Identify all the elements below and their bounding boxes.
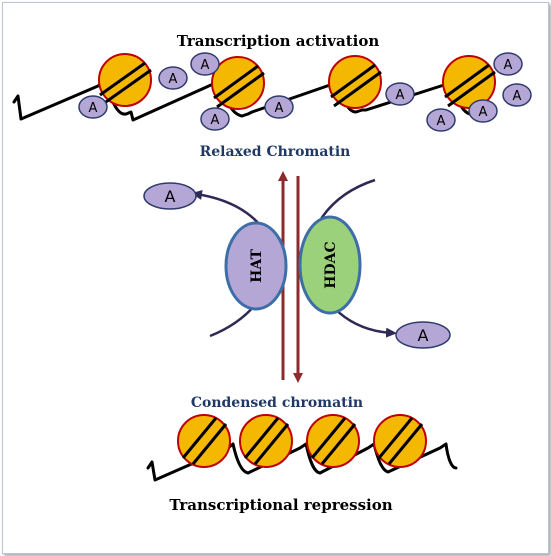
nucleosome-bottom-1 [177,414,231,468]
nucleosome-top-3 [328,55,382,109]
nucleosome-bottom-2 [239,414,293,468]
acetyl-group: A [200,107,230,131]
svg-text:A: A [437,114,446,129]
svg-text:A: A [418,326,429,345]
condensed-chromatin-label: Condensed chromatin [191,395,363,411]
hat-enzyme: HAT [224,221,288,311]
acetyl-group: A [426,108,456,132]
acetyl-group: A [78,95,108,119]
relaxed-chromatin-label: Relaxed Chromatin [200,144,351,160]
svg-text:HAT: HAT [249,249,265,283]
svg-text:HDAC: HDAC [323,241,339,288]
svg-text:A: A [89,101,98,116]
svg-text:A: A [513,89,522,104]
svg-text:A: A [165,187,176,206]
nucleosome-bottom-3 [306,414,360,468]
svg-text:A: A [169,72,178,87]
nucleosome-top-2 [211,56,265,110]
svg-text:A: A [211,113,220,128]
svg-text:A: A [201,58,210,73]
svg-text:A: A [275,101,284,116]
nucleosome-top-1 [98,53,152,107]
svg-text:A: A [396,88,405,103]
acetyl-group: A [158,66,188,90]
acetyl-group: A [493,52,523,76]
acetyl-group: A [468,99,498,123]
svg-text:A: A [504,58,513,73]
condensed-chromatin-strand [146,414,458,482]
top-title: Transcription activation [177,32,380,50]
acetyl-group: A [502,83,532,107]
nucleosome-top-4 [442,55,496,109]
dna-strand-bottom [146,442,458,482]
relaxed-chromatin-strand: A A A A A A A A [12,52,532,132]
nucleosome-bottom-4 [373,414,427,468]
acetyl-group: A [190,52,220,76]
acetyl-group: A [264,95,294,119]
bottom-title: Transcriptional repression [169,496,392,514]
hdac-enzyme: HDAC [298,215,362,315]
svg-text:A: A [479,105,488,120]
acetyl-group: A [385,82,415,106]
removed-acetyl-group: A [395,321,451,349]
released-acetyl-group: A [143,182,197,210]
